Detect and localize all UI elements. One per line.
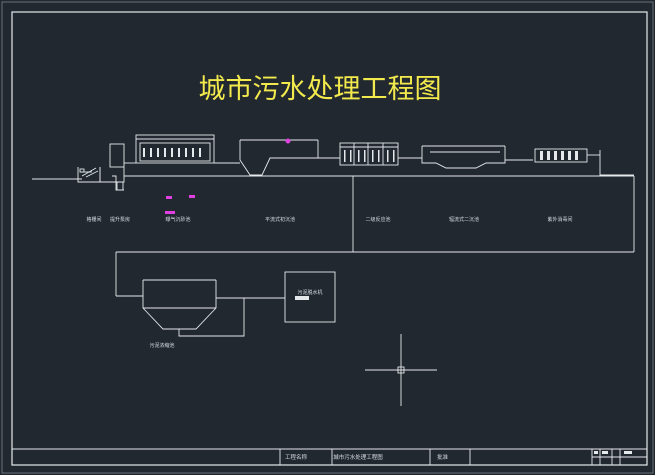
crosshair-cursor-icon: [365, 334, 437, 406]
label-secondary-clarifier: 辐流式二沉池: [449, 216, 479, 223]
equipment-detail-marks: [143, 148, 578, 300]
title-block-remark: 批准: [437, 453, 449, 461]
label-primary-clarifier: 平流式初沉池: [265, 216, 295, 223]
label-sludge-thickener: 污泥浓缩池: [149, 342, 174, 349]
title-block-small-marks: [594, 451, 632, 454]
annotation-markers: [165, 138, 291, 214]
title-block: [12, 448, 647, 465]
label-screen-well: 格栅间: [86, 216, 101, 223]
label-lift-pump: 提升泵房: [110, 216, 130, 223]
process-flow-lines: [32, 134, 635, 337]
label-aeration-grit: 曝气沉砂池: [165, 216, 190, 223]
label-uv: 紫外消毒间: [547, 216, 572, 223]
title-block-project-label: 工程名称: [285, 453, 308, 461]
label-sludge-dewatering: 污泥脱水机: [297, 289, 322, 296]
sheet-frame: [11, 11, 648, 466]
label-secondary-bio: 二级反应池: [365, 216, 390, 223]
drawing-title: 城市污水处理工程图: [199, 74, 442, 105]
title-block-drawing-name: 城市污水处理工程图: [333, 453, 383, 461]
